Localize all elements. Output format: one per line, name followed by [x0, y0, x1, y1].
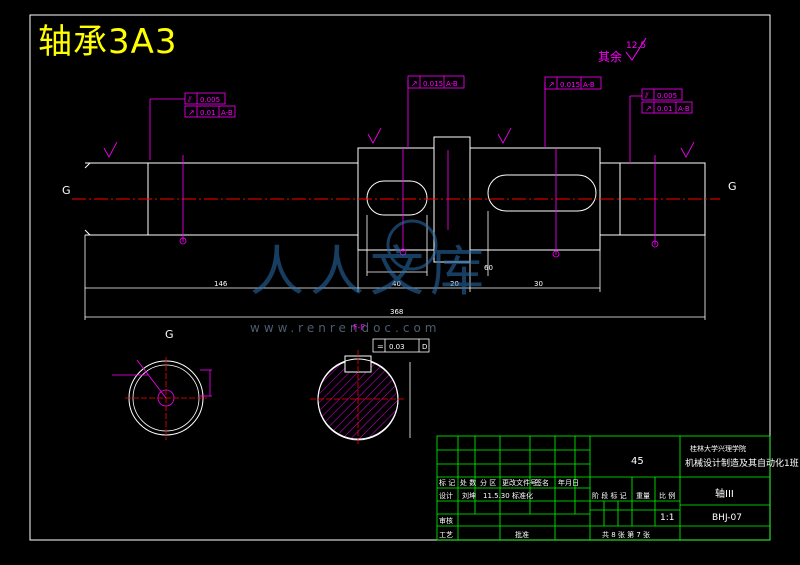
svg-text:0.01: 0.01: [657, 105, 673, 113]
svg-text:0.015: 0.015: [423, 80, 443, 88]
g-label-right: G: [728, 180, 737, 193]
dimension-texts: 146 368 40 20 30 60: [214, 264, 543, 316]
course: 机械设计制造及其自动化1班: [685, 457, 799, 469]
watermark: 人人文库 www.renrendoc.com: [250, 219, 490, 335]
dim-20: 20: [450, 280, 459, 288]
svg-text:↗: ↗: [548, 80, 555, 89]
svg-text:↗: ↗: [645, 104, 652, 113]
svg-text:0.03: 0.03: [389, 343, 405, 351]
svg-text:比 例: 比 例: [659, 491, 675, 500]
svg-text:↗: ↗: [411, 79, 418, 88]
part-name: 轴III: [715, 487, 734, 500]
svg-text:人人文库: 人人文库: [250, 240, 490, 303]
svg-text:0.015: 0.015: [560, 81, 580, 89]
tolerance-frame-1: ⫽ 0.005: [184, 92, 226, 105]
svg-text:⫽: ⫽: [644, 91, 649, 100]
school: 桂林大学兴理学院: [690, 444, 746, 453]
tolerance-frame-4: ↗ 0.015 A-B: [544, 76, 602, 90]
svg-text:0.005: 0.005: [657, 92, 677, 100]
svg-text:11.5.30: 11.5.30: [483, 492, 510, 500]
dim-40: 40: [392, 280, 401, 288]
watermark-logo-icon: [386, 219, 438, 271]
svg-text:设计: 设计: [439, 491, 453, 500]
dim-30: 30: [534, 280, 543, 288]
svg-text:处 数: 处 数: [460, 478, 476, 487]
svg-text:标 记: 标 记: [439, 478, 455, 487]
dim-60: 60: [484, 264, 493, 272]
svg-text:↗: ↗: [188, 108, 195, 117]
svg-text:阶 段 标 记: 阶 段 标 记: [592, 491, 627, 500]
drawing-border: [29, 14, 771, 541]
section-f-view: F-F = 0.03 D: [310, 323, 430, 446]
title-block: [436, 435, 771, 541]
svg-text:工艺: 工艺: [439, 531, 453, 539]
dim-146: 146: [214, 280, 228, 288]
diameter-leaders: [149, 80, 656, 255]
dim-368: 368: [390, 308, 403, 316]
datum-circles: [179, 237, 659, 258]
svg-text:批准: 批准: [515, 530, 529, 539]
svg-text:=: =: [377, 342, 384, 351]
svg-text:重量: 重量: [636, 492, 650, 500]
drawing-title: 轴承3A3: [38, 22, 178, 62]
keyway-right: [487, 174, 597, 212]
svg-text:0.01: 0.01: [200, 109, 216, 117]
drawing-no: BHJ-07: [712, 513, 742, 523]
title-block-text: 45 桂林大学兴理学院 机械设计制造及其自动化1班 轴III BHJ-07 1:…: [439, 444, 799, 539]
roughness-label: 其余: [598, 49, 622, 64]
tolerance-frame-6: ↗ 0.01 A-B: [641, 101, 693, 114]
svg-text:0.005: 0.005: [200, 96, 220, 104]
svg-text:D: D: [422, 343, 427, 351]
section-f-label: F-F: [353, 323, 365, 332]
tolerance-frame-3: ↗ 0.015 A-B: [407, 75, 465, 89]
svg-text:分 区: 分 区: [480, 478, 496, 487]
g-label-left: G: [62, 184, 71, 197]
roughness-note: 其余 12.5: [598, 37, 647, 64]
keyway-left: [366, 180, 428, 216]
svg-text:刘坤: 刘坤: [462, 491, 476, 500]
svg-text:更改文件号: 更改文件号: [502, 478, 537, 487]
svg-text:年月日: 年月日: [558, 478, 579, 487]
tolerance-frame-2: ↗ 0.01 A-B: [184, 105, 236, 118]
svg-text:签名: 签名: [535, 478, 549, 487]
svg-text:标准化: 标准化: [512, 491, 533, 500]
svg-text:A-B: A-B: [583, 81, 595, 89]
material: 45: [631, 456, 644, 467]
section-g-label: G: [165, 328, 174, 341]
scale: 1:1: [660, 513, 674, 523]
svg-text:审核: 审核: [439, 516, 453, 525]
svg-text:A-B: A-B: [221, 109, 233, 117]
tolerance-frame-5: ⫽ 0.005: [641, 88, 683, 101]
roughness-ticks: [103, 127, 695, 158]
roughness-value: 12.5: [626, 41, 646, 51]
sheets: 共 8 张 第 7 张: [602, 530, 650, 539]
svg-text:⫽: ⫽: [187, 95, 192, 104]
svg-text:www.renrendoc.com: www.renrendoc.com: [250, 321, 440, 335]
svg-text:A-B: A-B: [446, 80, 458, 88]
svg-text:A-B: A-B: [678, 105, 690, 113]
roughness-symbol-icon: [625, 37, 647, 61]
section-g-view: G: [112, 328, 212, 440]
dimension-lines: [84, 211, 706, 320]
